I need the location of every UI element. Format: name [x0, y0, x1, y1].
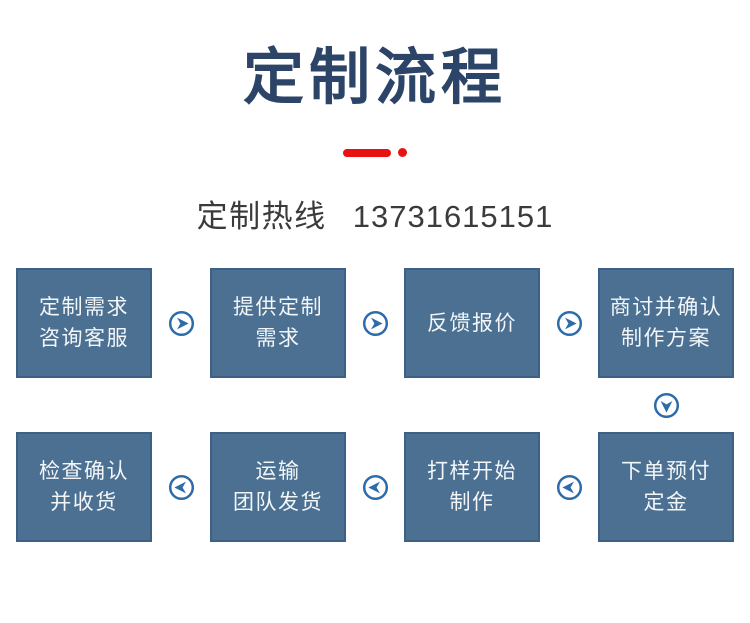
flow-connector	[152, 268, 210, 378]
flow-step-5: 下单预付 定金	[598, 432, 734, 542]
circle-arrow-down-icon	[653, 392, 679, 418]
circle-arrow-left-icon	[556, 474, 582, 500]
circle-arrow-right-icon	[556, 310, 582, 336]
hotline-label: 定制热线	[196, 199, 327, 234]
flow-step-8: 检查确认 并收货	[16, 432, 152, 542]
step-text: 定制需求	[39, 296, 129, 319]
divider-dot	[398, 148, 407, 157]
step-text: 提供定制	[233, 296, 323, 319]
flow-step-7: 运输 团队发货	[210, 432, 346, 542]
step-text: 咨询客服	[39, 327, 129, 350]
flow-connector-vertical	[598, 378, 734, 432]
step-text: 团队发货	[233, 491, 323, 514]
circle-arrow-left-icon	[168, 474, 194, 500]
step-text: 打样开始	[427, 460, 517, 483]
custom-process-section: 定制流程 定制热线 13731615151 定制需求 咨询客服 提供定制 需求 …	[0, 42, 750, 623]
circle-arrow-right-icon	[168, 310, 194, 336]
divider-bar	[343, 148, 391, 157]
step-text: 反馈报价	[427, 311, 517, 335]
flow-step-1: 定制需求 咨询客服	[16, 268, 152, 378]
title-divider	[0, 148, 750, 157]
circle-arrow-right-icon	[362, 310, 388, 336]
step-text: 制作	[449, 491, 495, 514]
step-text: 下单预付	[621, 460, 711, 483]
step-text: 定金	[643, 491, 689, 514]
page-title: 定制流程	[242, 43, 507, 111]
process-flow: 定制需求 咨询客服 提供定制 需求 反馈报价 商讨并确认 制作方案	[16, 268, 734, 542]
hotline-number: 13731615151	[352, 199, 554, 234]
flow-connector	[152, 432, 210, 542]
flow-step-6: 打样开始 制作	[404, 432, 540, 542]
circle-arrow-left-icon	[362, 474, 388, 500]
flow-connector	[540, 268, 598, 378]
flow-step-4: 商讨并确认 制作方案	[598, 268, 734, 378]
flow-connector	[346, 268, 404, 378]
flow-connector	[346, 432, 404, 542]
step-text: 运输	[255, 460, 301, 483]
step-text: 制作方案	[621, 327, 711, 350]
step-text: 并收货	[50, 491, 118, 514]
flow-step-3: 反馈报价	[404, 268, 540, 378]
flow-step-2: 提供定制 需求	[210, 268, 346, 378]
step-text: 需求	[255, 327, 301, 350]
hotline: 定制热线 13731615151	[0, 198, 750, 235]
step-text: 商讨并确认	[609, 296, 723, 319]
step-text: 检查确认	[39, 460, 129, 483]
flow-connector	[540, 432, 598, 542]
